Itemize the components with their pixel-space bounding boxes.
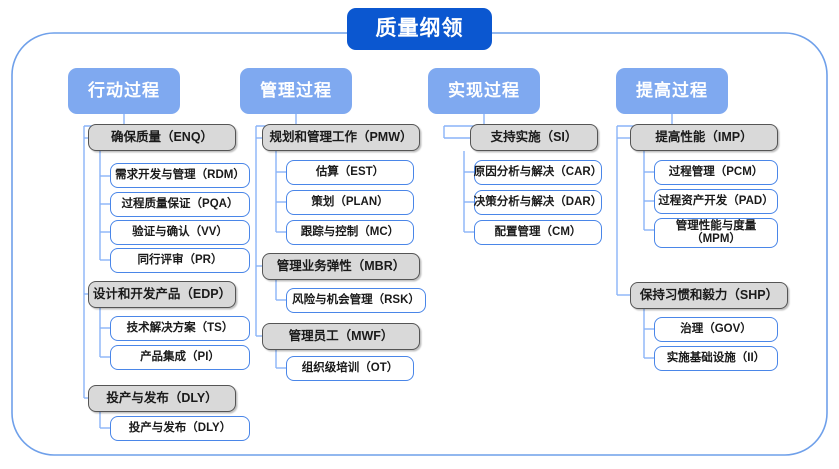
leaf-pcm[interactable]: 过程管理（PCM） — [654, 160, 778, 185]
group-enq[interactable]: 确保质量（ENQ） — [88, 124, 236, 151]
leaf-plan[interactable]: 策划（PLAN） — [286, 190, 414, 215]
leaf-rdm[interactable]: 需求开发与管理（RDM） — [110, 163, 250, 188]
leaf-pr[interactable]: 同行评审（PR） — [110, 248, 250, 273]
leaf-mpm[interactable]: 管理性能与度量 （MPM） — [654, 218, 778, 248]
leaf-dar[interactable]: 决策分析与解决（DAR） — [474, 190, 602, 215]
group-shp[interactable]: 保持习惯和毅力（SHP） — [630, 282, 788, 309]
leaf-ii[interactable]: 实施基础设施（II） — [654, 346, 778, 371]
leaf-gov[interactable]: 治理（GOV） — [654, 317, 778, 342]
leaf-pad[interactable]: 过程资产开发（PAD） — [654, 189, 778, 214]
column-header-realization-process[interactable]: 实现过程 — [428, 68, 540, 114]
group-pmw[interactable]: 规划和管理工作（PMW） — [262, 124, 420, 151]
leaf-ts[interactable]: 技术解决方案（TS） — [110, 316, 250, 341]
group-mbr[interactable]: 管理业务弹性（MBR） — [262, 253, 420, 280]
group-dly[interactable]: 投产与发布（DLY） — [88, 385, 236, 412]
leaf-est[interactable]: 估算（EST） — [286, 160, 414, 185]
leaf-pqa[interactable]: 过程质量保证（PQA） — [110, 192, 250, 217]
leaf-pi[interactable]: 产品集成（PI） — [110, 345, 250, 370]
leaf-mc[interactable]: 跟踪与控制（MC） — [286, 220, 414, 245]
column-header-management-process[interactable]: 管理过程 — [240, 68, 352, 114]
leaf-cm[interactable]: 配置管理（CM） — [474, 220, 602, 245]
column-header-action-process[interactable]: 行动过程 — [68, 68, 180, 114]
leaf-vv[interactable]: 验证与确认（VV） — [110, 220, 250, 245]
group-imp[interactable]: 提高性能（IMP） — [630, 124, 778, 151]
leaf-ot[interactable]: 组织级培训（OT） — [286, 356, 414, 381]
leaf-car[interactable]: 原因分析与解决（CAR） — [474, 160, 602, 185]
group-si[interactable]: 支持实施（SI） — [470, 124, 598, 151]
diagram-title: 质量纲领 — [347, 8, 492, 50]
group-mwf[interactable]: 管理员工（MWF） — [262, 323, 420, 350]
column-header-improvement-process[interactable]: 提高过程 — [616, 68, 728, 114]
leaf-rsk[interactable]: 风险与机会管理（RSK） — [286, 288, 426, 313]
group-edp[interactable]: 设计和开发产品（EDP） — [88, 281, 236, 308]
leaf-dly[interactable]: 投产与发布（DLY） — [110, 416, 250, 441]
